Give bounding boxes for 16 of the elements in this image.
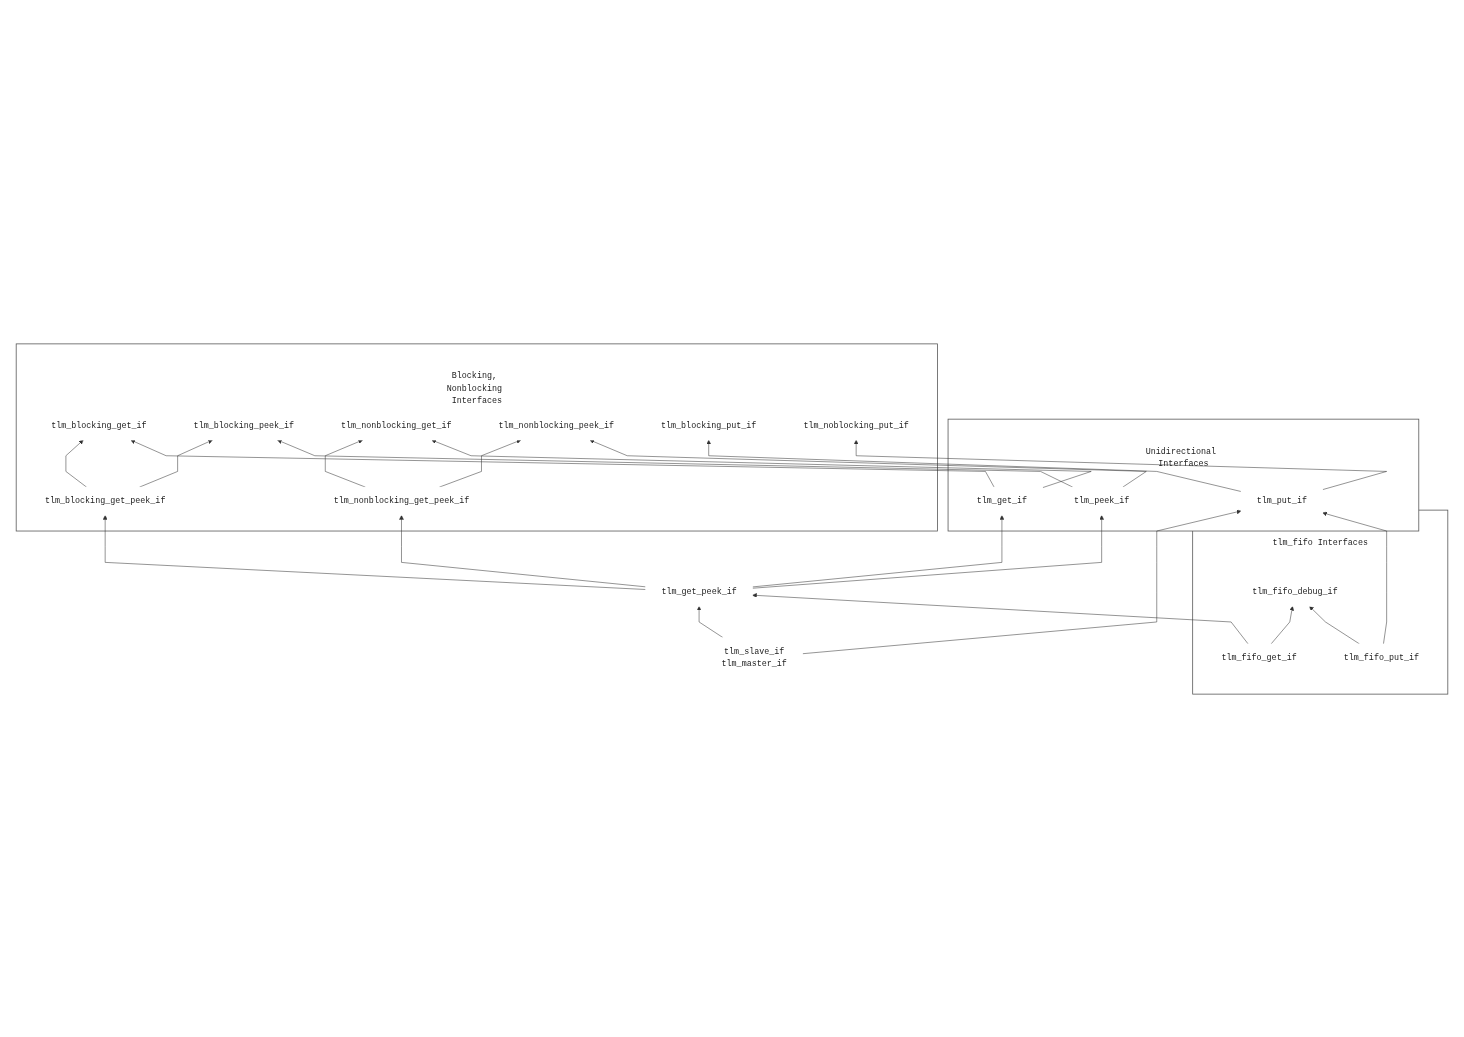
node-text: tlm_blocking_get_peek_if <box>44 496 166 506</box>
node-text: tlm_nonblocking_get_if <box>341 420 452 431</box>
node-text: tlm_get_if <box>976 496 1027 506</box>
node-text: tlm_blocking_get_if <box>51 420 147 431</box>
node-text: tlm_noblocking_put_if <box>803 420 909 431</box>
node-text: tlm_blocking_put_if <box>661 420 757 431</box>
node-text: tlm_slave_if tlm_master_if <box>721 646 787 669</box>
node-text: tlm_nonblocking_peek_if <box>498 420 614 431</box>
node-text: tlm_fifo_get_if <box>1221 652 1297 663</box>
node-text: tlm_nonblocking_get_peek_if <box>333 496 470 506</box>
node-text: tlm_fifo_put_if <box>1343 652 1420 663</box>
node-text: tlm_peek_if <box>1074 496 1130 506</box>
node-text: tlm_fifo_debug_if <box>1252 586 1338 597</box>
node-text: tlm_get_peek_if <box>661 586 737 597</box>
node-text: tlm_put_if <box>1256 496 1307 506</box>
node-text: tlm_blocking_peek_if <box>193 420 295 431</box>
